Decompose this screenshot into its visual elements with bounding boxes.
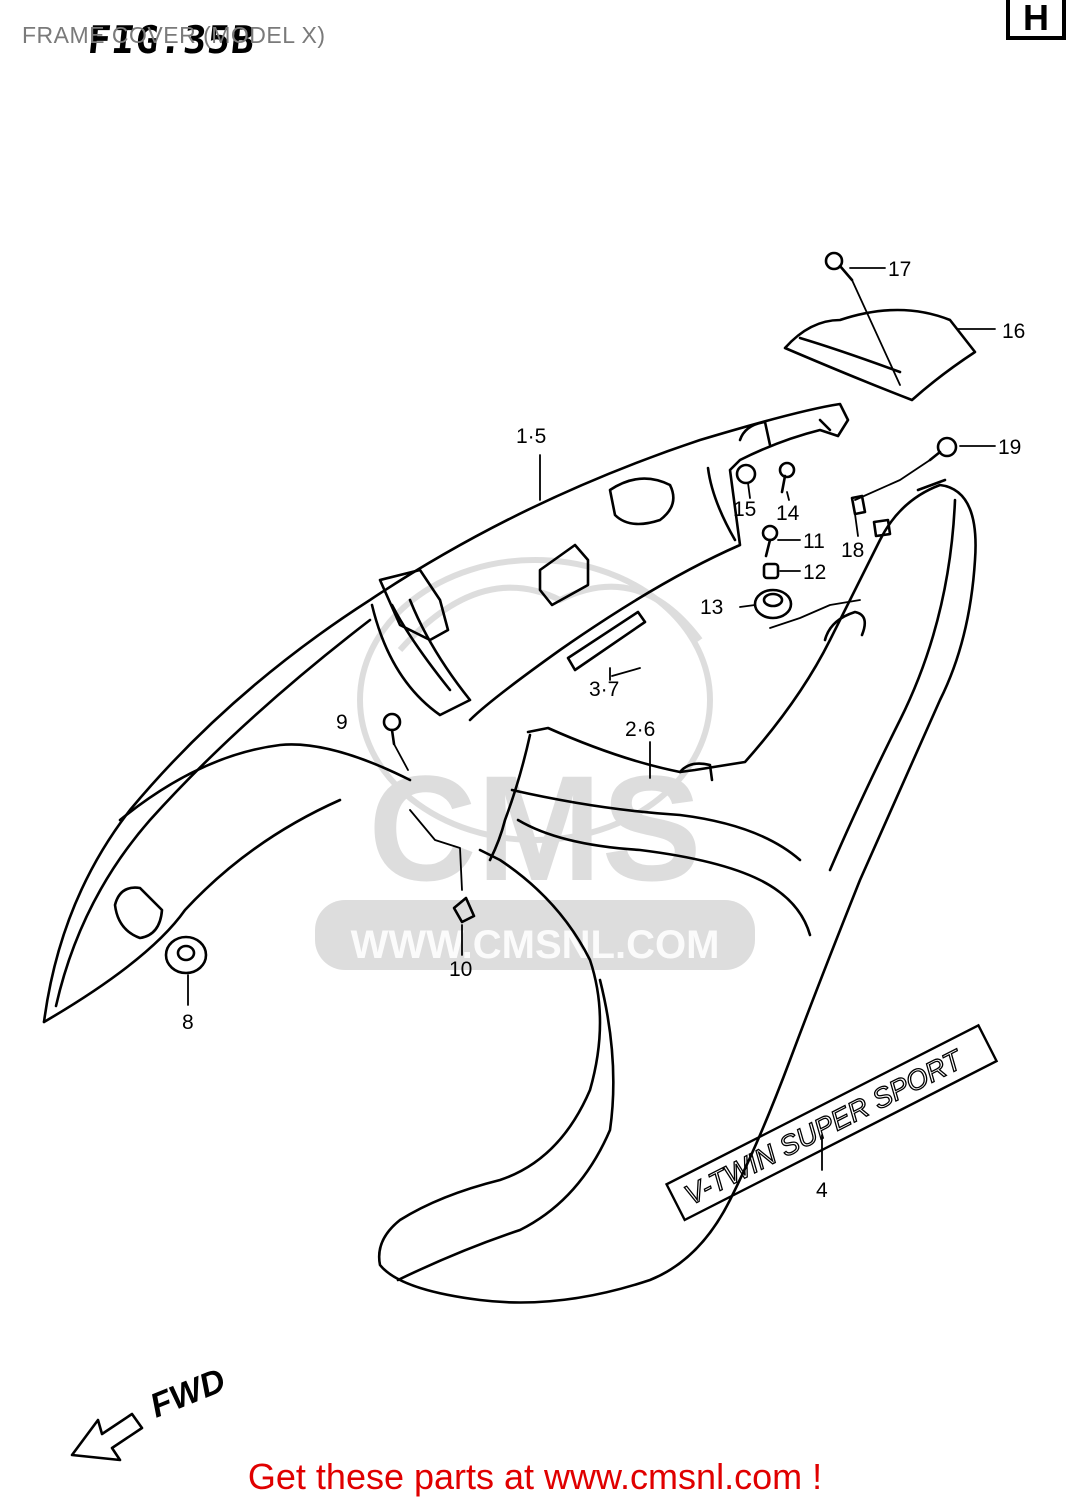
callout-16: 16 — [1002, 320, 1025, 343]
callout-15a: 1·5 — [516, 425, 546, 448]
callout-12: 12 — [803, 561, 826, 584]
screw-19 — [928, 436, 958, 462]
fwd-arrow — [70, 1412, 144, 1462]
callout-4: 4 — [816, 1179, 828, 1202]
callout-10: 10 — [449, 958, 472, 981]
nut-18 — [850, 494, 892, 538]
tail-cap — [783, 308, 977, 402]
nut-10 — [452, 896, 476, 924]
callout-18: 18 — [841, 539, 864, 562]
callout-17: 17 — [888, 258, 911, 281]
bolt-14 — [778, 461, 796, 494]
grommet-15 — [735, 463, 757, 485]
fwd-label: FWD — [145, 1361, 231, 1425]
screw-17 — [824, 251, 854, 282]
watermark-text: WWW.CMSNL.COM — [351, 923, 720, 967]
cushion-13 — [753, 588, 793, 620]
callout-13: 13 — [700, 596, 723, 619]
callout-9: 9 — [336, 711, 348, 734]
trim-strip — [566, 610, 647, 672]
callout-14: 14 — [776, 502, 800, 525]
cushion-8 — [164, 935, 208, 975]
frame-cover-lower — [377, 478, 977, 1304]
collar-12 — [762, 562, 780, 580]
leader-lines — [187, 267, 996, 1171]
callout-15: 15 — [733, 498, 756, 521]
decal-v-twin: V-TWIN SUPER SPORT — [664, 1023, 999, 1222]
callouts: 1·5 2·6 3·7 4 8 9 10 11 12 13 14 15 16 1… — [182, 258, 1025, 1202]
callout-8: 8 — [182, 1011, 194, 1034]
grommet-housing — [113, 886, 164, 940]
footer-link[interactable]: Get these parts at www.cmsnl.com ! — [247, 1456, 823, 1497]
callout-26: 2·6 — [625, 718, 655, 741]
section-letter-badge: H — [1006, 0, 1066, 40]
frame-cover-upper — [42, 402, 850, 1024]
callout-19: 19 — [998, 436, 1021, 459]
callout-37: 3·7 — [589, 678, 619, 701]
callout-11: 11 — [803, 530, 825, 553]
diagram-caption: FRAME COVER (MODEL X) — [22, 22, 326, 48]
screw-11 — [761, 524, 779, 558]
screw-9 — [382, 712, 402, 746]
